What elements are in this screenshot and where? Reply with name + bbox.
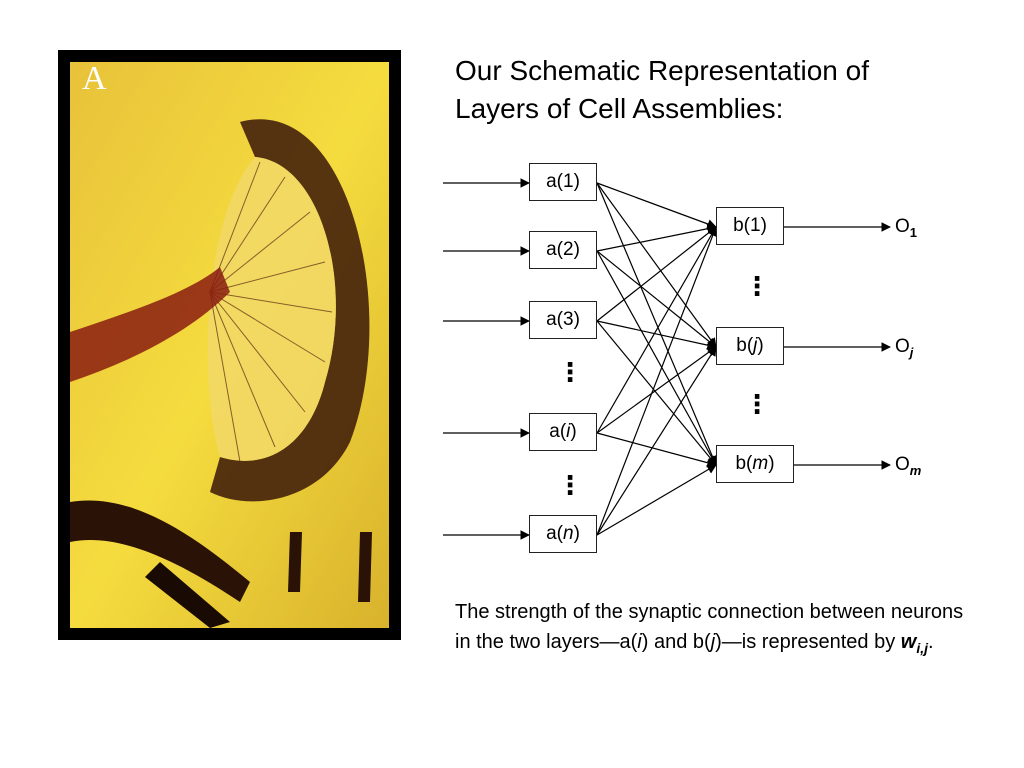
panel-letter: A [82,60,107,97]
synapse-edge-4-1 [596,346,717,536]
title-line-1: Our Schematic Representation of [455,55,869,86]
synapse-edge-2-2 [596,320,717,466]
output-node-b1: b(1) [716,207,784,245]
input-node-a1: a(1) [529,163,597,201]
retina-micrograph [58,50,401,640]
input-node-ai: a(i) [529,413,597,451]
input-ellipsis-upper: ⋮ [557,357,583,387]
output-node-bj: b(j) [716,327,784,365]
slide-title: Our Schematic Representation of Layers o… [455,52,975,128]
synapse-edge-3-2 [596,432,717,468]
output-ellipsis-lower: ⋮ [744,389,770,419]
synapse-edge-4-2 [596,464,717,536]
synapse-edge-0-2 [596,182,718,466]
input-ellipsis-lower: ⋮ [557,470,583,500]
output-node-bm: b(m) [716,445,794,483]
output-label-oj: Oj [895,336,914,360]
input-node-an: a(n) [529,515,597,553]
synapse-edge-2-0 [596,226,717,322]
output-label-o1: O1 [895,216,918,240]
synapse-edge-1-1 [596,250,717,348]
synapse-edge-0-1 [596,182,717,348]
synapse-edge-2-1 [596,320,717,350]
title-line-2: Layers of Cell Assemblies: [455,93,784,124]
output-label-om: Om [895,454,922,478]
synapse-edge-1-2 [596,250,717,466]
input-node-a2: a(2) [529,231,597,269]
synapse-edge-1-0 [596,224,717,252]
input-node-a3: a(3) [529,301,597,339]
synapse-edge-3-1 [596,346,717,434]
output-ellipsis-upper: ⋮ [744,271,770,301]
caption: The strength of the synaptic connection … [455,601,964,656]
synapse-edge-0-0 [596,182,717,229]
micrograph-image [70,62,389,628]
synapse-edge-4-0 [596,226,718,536]
synapse-edge-3-0 [596,226,717,434]
